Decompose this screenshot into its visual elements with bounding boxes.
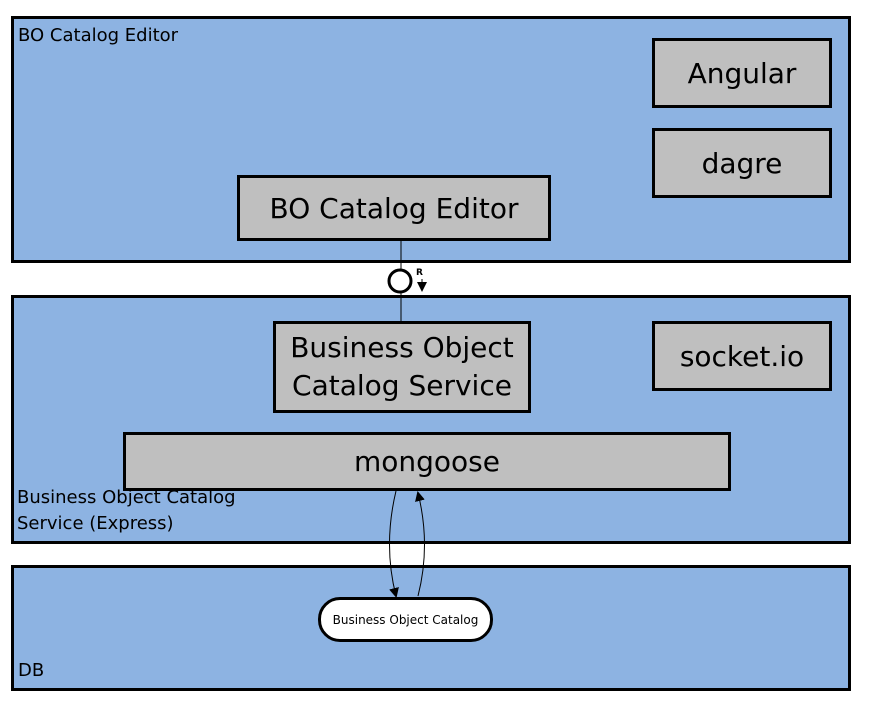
- mongoose-component: mongoose: [123, 432, 731, 491]
- service-layer-label: Business Object Catalog Service (Express…: [17, 487, 236, 534]
- angular-component: Angular: [652, 38, 832, 108]
- dagre-component: dagre: [652, 128, 832, 198]
- interface-label: R: [416, 268, 423, 278]
- bo-catalog-editor-component: BO Catalog Editor: [237, 175, 551, 241]
- business-object-catalog-store: Business Object Catalog: [318, 597, 493, 642]
- editor-layer-label: BO Catalog Editor: [18, 25, 179, 46]
- bo-catalog-service-component: Business Object Catalog Service: [273, 321, 531, 413]
- db-layer-label: DB: [18, 660, 45, 681]
- socket-io-component: socket.io: [652, 321, 832, 391]
- interface-circle: [387, 268, 413, 294]
